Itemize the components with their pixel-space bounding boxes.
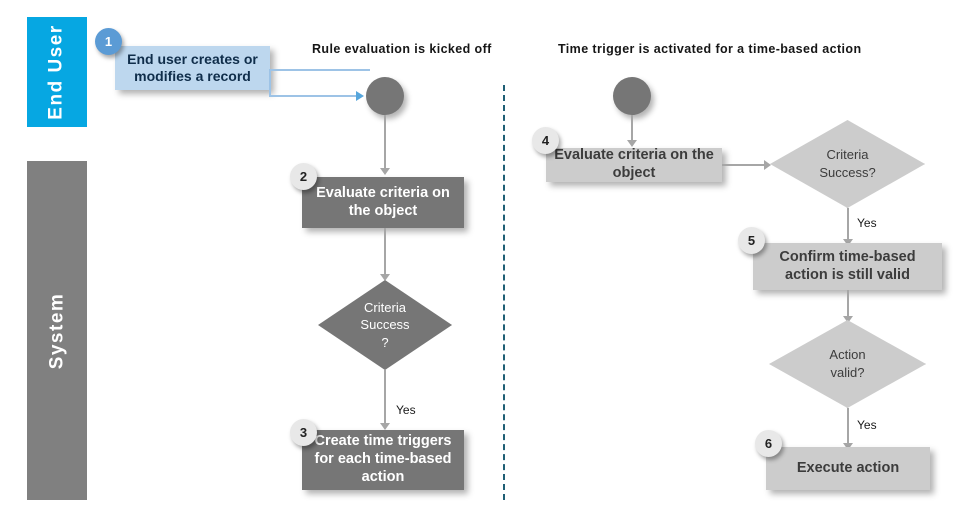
node-label: Confirm time-based action is still valid: [779, 248, 916, 283]
step-badge-1: 1: [95, 28, 122, 55]
edge-label-yes-left: Yes: [396, 403, 416, 417]
step-badge-1-text: 1: [104, 34, 113, 49]
node-label: Create time triggers for each time-based…: [314, 433, 452, 485]
step-badge-2-text: 2: [299, 169, 308, 184]
edge-arrow-decision2: [843, 316, 853, 323]
decision-label: Criteria Success ?: [318, 280, 452, 370]
heading-right-flow: Time trigger is activated for a time-bas…: [558, 42, 862, 56]
decision-criteria-success-right[interactable]: Criteria Success?: [770, 120, 925, 208]
decision-action-valid[interactable]: Action valid?: [769, 320, 926, 408]
node-label: Evaluate criteria on the object: [554, 147, 714, 181]
swimlane-end-user-label: End User: [46, 24, 68, 120]
connector-h-2: [269, 95, 357, 97]
decision-line-2: valid?: [830, 365, 865, 380]
edge-decision2-to-step6: [847, 408, 849, 446]
edge-label-yes-right-2: Yes: [857, 418, 877, 432]
section-divider: [503, 85, 505, 500]
connector-v-1: [269, 69, 271, 96]
edge-arrow-step6: [843, 443, 853, 450]
connector-h-1: [270, 69, 370, 71]
swimlane-system-label: System: [46, 292, 68, 369]
step-badge-4: 4: [532, 127, 559, 154]
start-circle-right: [613, 77, 651, 115]
decision-line-2: Success?: [819, 165, 876, 180]
edge-decision-to-step5: [847, 208, 849, 242]
node-create-time-triggers[interactable]: Create time triggers for each time-based…: [302, 430, 464, 490]
step-badge-2: 2: [290, 163, 317, 190]
decision-criteria-success-left[interactable]: Criteria Success ?: [318, 280, 452, 370]
edge-arrow-decision-left: [380, 274, 390, 281]
edge-step2-to-decision: [384, 228, 386, 278]
step-badge-5-text: 5: [747, 233, 756, 248]
heading-left-flow: Rule evaluation is kicked off: [312, 42, 492, 56]
swimlane-system: System: [27, 161, 87, 500]
edge-step5-to-decision2: [847, 290, 849, 320]
node-evaluate-criteria-right[interactable]: Evaluate criteria on the object: [546, 147, 722, 182]
node-label: Execute action: [796, 459, 900, 476]
edge-label-yes-right-1: Yes: [857, 216, 877, 230]
node-execute-action[interactable]: Execute action: [766, 447, 930, 490]
edge-arrow-step5: [843, 239, 853, 246]
decision-line-2: Success: [360, 317, 410, 333]
swimlane-end-user: End User: [27, 17, 87, 127]
step-badge-3: 3: [290, 419, 317, 446]
step-badge-5: 5: [738, 227, 765, 254]
step-badge-3-text: 3: [299, 425, 308, 440]
edge-decision-to-step3: [384, 370, 386, 426]
decision-line-1: Criteria: [826, 147, 869, 163]
node-label: Evaluate criteria on the object: [316, 184, 450, 219]
connector-arrow-to-start: [356, 91, 364, 101]
edge-start-to-step2: [384, 115, 386, 170]
step-badge-6: 6: [755, 430, 782, 457]
edge-arrow-step4: [627, 140, 637, 147]
decision-label: Action valid?: [769, 320, 926, 408]
node-end-user-creates-record[interactable]: End user creates or modifies a record: [115, 46, 270, 90]
edge-arrow-step2: [380, 168, 390, 175]
start-circle-left: [366, 77, 404, 115]
decision-line-1: Action: [829, 347, 866, 363]
edge-start-to-step4: [631, 115, 633, 142]
edge-arrow-step3: [380, 423, 390, 430]
step-badge-6-text: 6: [764, 436, 773, 451]
decision-label: Criteria Success?: [770, 120, 925, 208]
decision-line-1: Criteria: [364, 299, 406, 315]
step-badge-4-text: 4: [541, 133, 550, 148]
decision-line-3: ?: [381, 334, 389, 350]
node-label: End user creates or modifies a record: [127, 50, 258, 84]
edge-step4-to-decision: [722, 164, 766, 166]
node-evaluate-criteria-left[interactable]: Evaluate criteria on the object: [302, 177, 464, 228]
edge-arrow-decision-right: [764, 160, 771, 170]
node-confirm-time-based-action[interactable]: Confirm time-based action is still valid: [753, 243, 942, 290]
